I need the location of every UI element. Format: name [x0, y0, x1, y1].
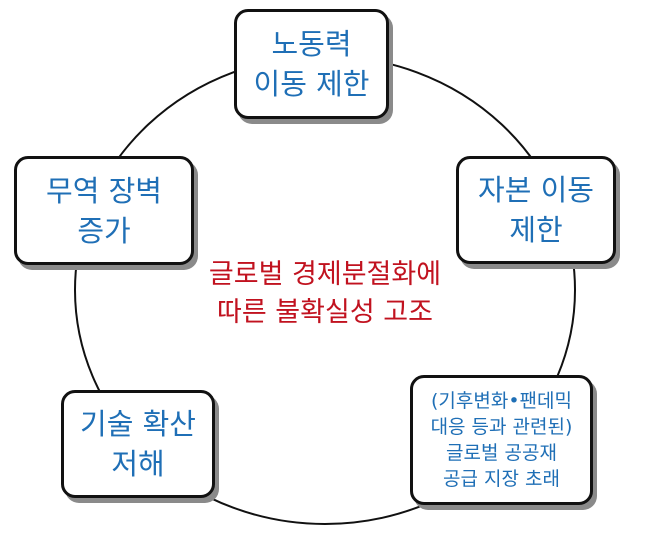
node-trade-line-2: 증가 — [77, 213, 131, 248]
node-public-goods: (기후변화•팬데믹 대응 등과 관련된) 글로벌 공공재 공급 지장 초래 — [410, 375, 593, 505]
center-label: 글로벌 경제분절화에 따른 불확실성 고조 — [175, 256, 475, 332]
node-public-line-4: 공급 지장 초래 — [443, 468, 560, 490]
node-trade-barriers: 무역 장벽 증가 — [14, 156, 194, 265]
node-public-line-2: 대응 등과 관련된) — [430, 416, 573, 438]
node-labor-line-1: 노동력 — [271, 27, 352, 61]
center-line-1: 글로벌 경제분절화에 — [208, 259, 442, 290]
node-trade-line-1: 무역 장벽 — [46, 173, 162, 208]
node-technology-diffusion: 기술 확산 저해 — [61, 390, 215, 498]
node-labor-mobility: 노동력 이동 제한 — [234, 9, 389, 119]
node-tech-line-1: 기술 확산 — [80, 407, 196, 441]
center-line-2: 따른 불확실성 고조 — [217, 297, 433, 328]
node-labor-line-2: 이동 제한 — [253, 67, 370, 101]
node-capital-line-2: 제한 — [509, 213, 563, 247]
node-public-line-1: (기후변화•팬데믹 — [431, 390, 572, 412]
node-public-line-3: 글로벌 공공재 — [446, 442, 557, 464]
node-capital-mobility: 자본 이동 제한 — [456, 156, 616, 264]
node-tech-line-2: 저해 — [111, 447, 165, 481]
node-capital-line-1: 자본 이동 — [478, 173, 594, 207]
